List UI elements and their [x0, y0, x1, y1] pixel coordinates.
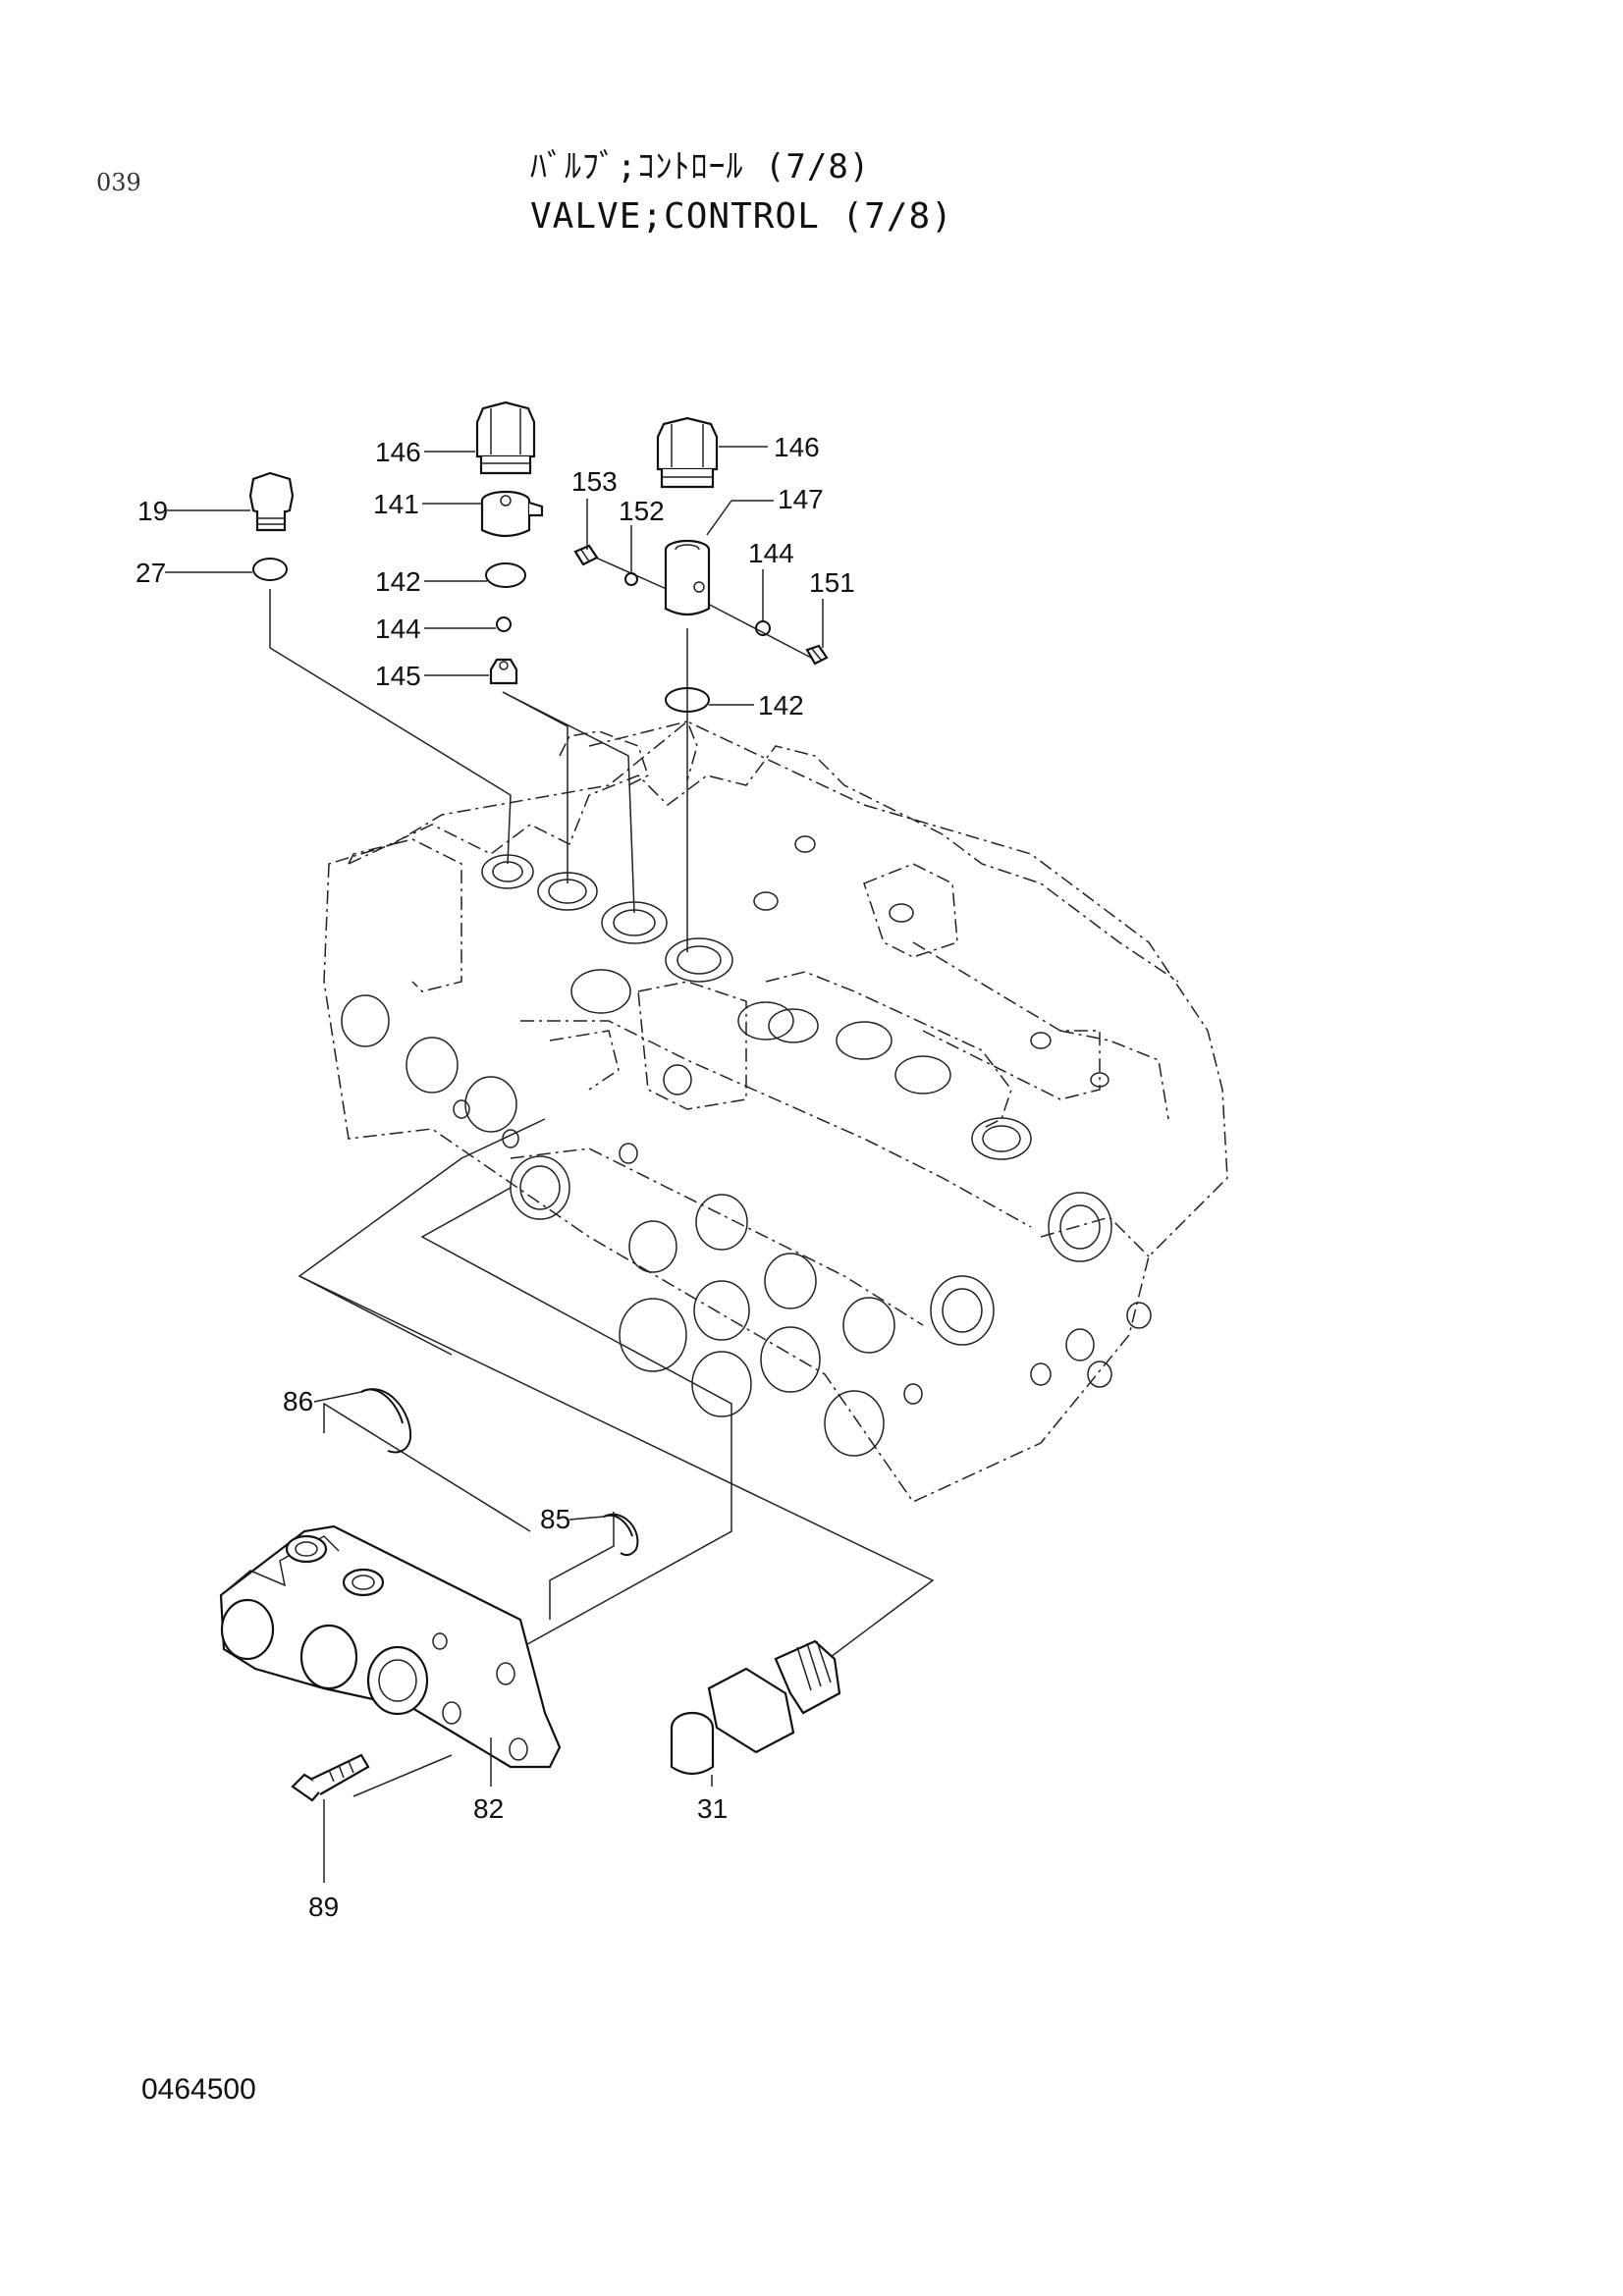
callout-144-right: 144 [748, 538, 794, 568]
callout-152: 152 [619, 496, 665, 526]
part-144-ball-right [755, 620, 771, 636]
control-valve-body [323, 721, 1228, 1503]
drawing-number: 0464500 [141, 2073, 256, 2106]
part-141-adapter [480, 490, 544, 538]
part-146-cap-left [475, 400, 536, 475]
title-english: VALVE;CONTROL (7/8) [530, 196, 953, 237]
part-89-bolt [291, 1753, 370, 1802]
callout-31: 31 [697, 1793, 728, 1824]
callout-27: 27 [135, 558, 166, 588]
part-153-screw [573, 544, 599, 566]
callout-141: 141 [373, 489, 419, 519]
part-82-manifold [219, 1524, 562, 1769]
callout-144-left: 144 [375, 614, 421, 644]
part-142-o-ring-left [485, 562, 526, 588]
callout-leaders [165, 446, 824, 1883]
callout-142-left: 142 [375, 566, 421, 597]
callout-86: 86 [283, 1386, 313, 1416]
title-japanese: ﾊﾞﾙﾌﾞ;ｺﾝﾄﾛｰﾙ (7/8) [530, 147, 871, 187]
part-31-relief-valve [670, 1639, 841, 1776]
callout-146-left: 146 [375, 437, 421, 467]
part-147-sleeve [664, 539, 711, 616]
page-number: 039 [96, 169, 141, 196]
callout-147: 147 [778, 484, 824, 514]
callout-82: 82 [473, 1793, 504, 1824]
callout-142-right: 142 [758, 690, 804, 721]
callout-89: 89 [308, 1892, 339, 1922]
callout-85: 85 [540, 1504, 570, 1534]
part-86-snap-ring [360, 1388, 412, 1454]
callout-151: 151 [809, 567, 855, 598]
part-144-ball-left [496, 616, 512, 632]
callout-labels: 146 141 142 144 145 146 147 142 153 152 … [135, 432, 855, 1922]
callout-19: 19 [137, 496, 168, 526]
part-27-o-ring [252, 558, 288, 581]
callout-145: 145 [375, 661, 421, 691]
part-146-cap-right [656, 416, 719, 489]
part-145-seat [489, 658, 518, 685]
part-85-snap-ring [603, 1513, 639, 1557]
part-151-screw [805, 644, 829, 666]
part-19-plug [248, 471, 295, 532]
part-142-o-ring-right [665, 687, 710, 713]
callout-153: 153 [571, 466, 618, 497]
part-152-ball [624, 572, 638, 586]
callout-146-right: 146 [774, 432, 820, 462]
